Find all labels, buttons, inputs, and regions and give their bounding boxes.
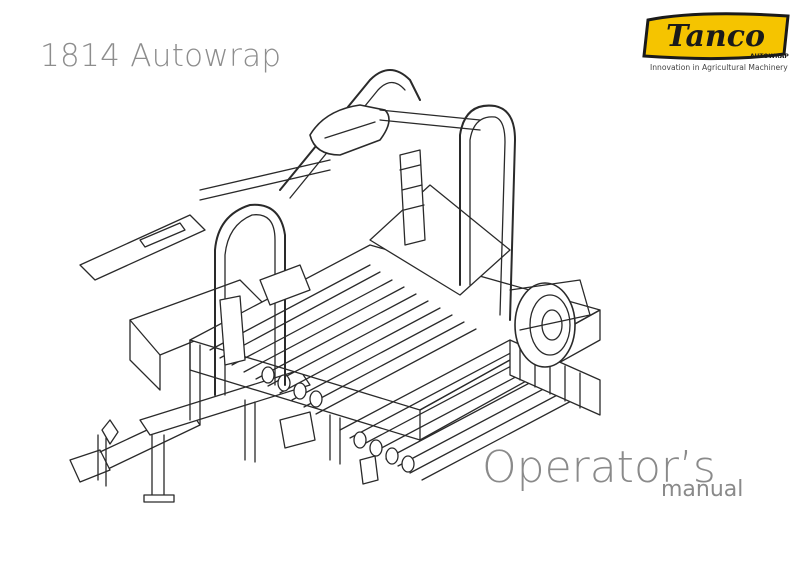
bale-wrapper-machine-icon bbox=[69, 69, 601, 503]
product-name: 1814 Autowrap bbox=[40, 38, 282, 74]
svg-text:Tanco: Tanco bbox=[666, 19, 765, 54]
tanco-logo: Tanco AUTOWRAP bbox=[638, 8, 798, 80]
document-subtitle: manual bbox=[661, 477, 744, 502]
svg-text:AUTOWRAP: AUTOWRAP bbox=[750, 53, 789, 60]
brand-tagline: Innovation in Agricultural Machinery bbox=[650, 63, 788, 72]
document-title: Operator’s bbox=[482, 442, 716, 493]
tanco-logo-icon: Tanco AUTOWRAP bbox=[642, 12, 790, 61]
